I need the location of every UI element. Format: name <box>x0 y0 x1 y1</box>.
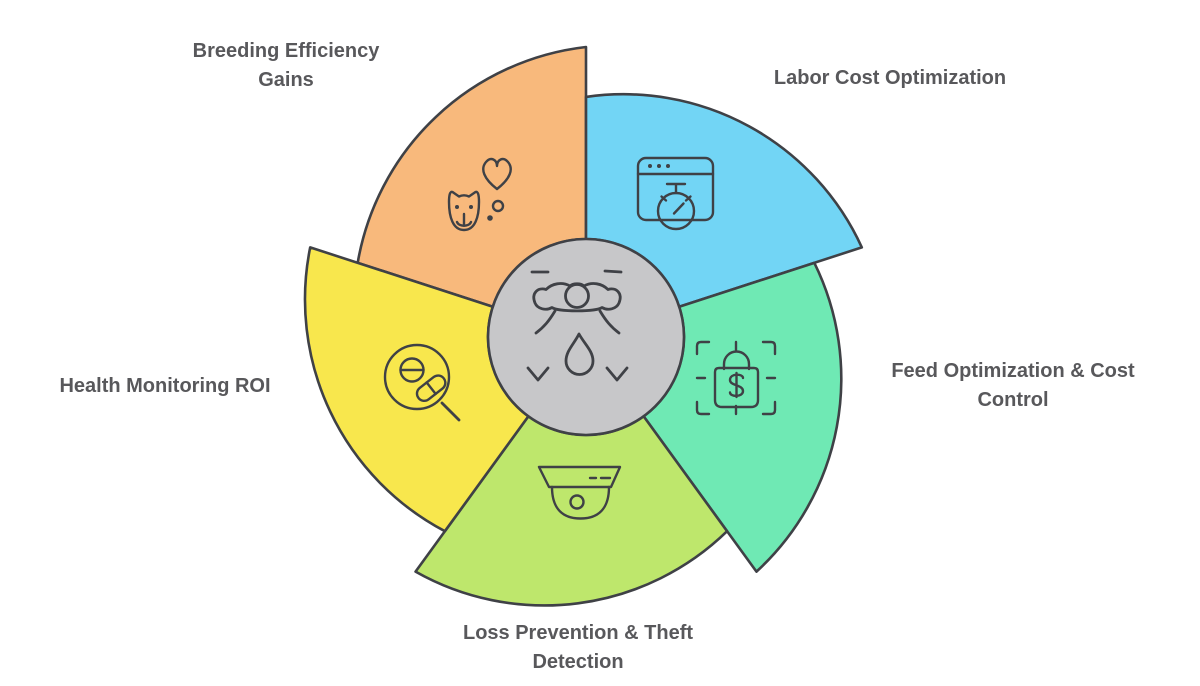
segment-feed-label: Feed Optimization & Cost Control <box>891 360 1135 411</box>
center-circle <box>486 237 686 437</box>
segment-health-label: Health Monitoring ROI <box>59 375 271 397</box>
segment-loss-label: Loss Prevention & Theft Detection <box>462 622 694 673</box>
dome-security-camera-icon <box>537 465 622 520</box>
pet-face-heart-icon <box>447 157 512 232</box>
scan-shopping-bag-dollar-icon <box>695 340 777 416</box>
drone-with-water-drop-icon <box>526 269 629 382</box>
segment-breeding-label: Breeding Efficiency Gains <box>192 40 380 91</box>
magnifier-pills-icon <box>383 343 461 422</box>
segment-labor-label: Labor Cost Optimization <box>773 67 1007 89</box>
browser-stopwatch-icon <box>636 156 715 231</box>
